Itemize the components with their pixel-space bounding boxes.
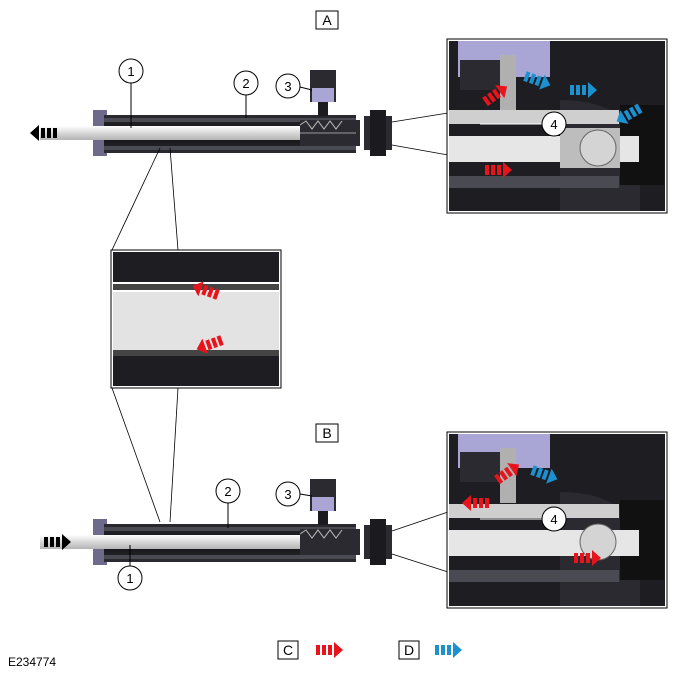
view-b-label-box (315, 423, 339, 443)
valve-cap-b (312, 497, 334, 511)
view-a-label-box (315, 10, 339, 30)
view-a-label: A (322, 12, 332, 28)
legend-d: D (398, 640, 462, 660)
legend: C D (277, 640, 462, 660)
damper-a (30, 70, 392, 156)
red-dashed-arrow-icon (316, 642, 343, 658)
callout-1-b: 1 (117, 545, 143, 591)
callout-4-a-label: 4 (550, 117, 557, 132)
center-zoom (110, 147, 282, 523)
valve-cap-a (312, 88, 334, 102)
callout-4-b-label: 4 (550, 512, 557, 527)
callout-3-b-label: 3 (284, 487, 291, 502)
callout-2-a-label: 2 (242, 76, 249, 91)
damper-b (40, 479, 392, 565)
detail-b: 4 (446, 431, 668, 609)
callout-2-b: 2 (215, 478, 241, 528)
view-a: A 1 (30, 10, 668, 214)
callout-3-b: 3 (275, 481, 313, 507)
callout-3-a: 3 (275, 73, 313, 99)
detail-a: 4 (446, 38, 668, 214)
shaft-a (40, 126, 300, 140)
view-b: B 2 3 (40, 423, 668, 609)
callout-3-a-label: 3 (284, 79, 291, 94)
callout-1-a-label: 1 (127, 64, 134, 79)
callout-1-a: 1 (118, 58, 144, 128)
blue-dashed-arrow-icon (435, 642, 462, 658)
callout-1-b-label: 1 (126, 571, 133, 586)
legend-d-label: D (404, 642, 414, 658)
legend-c: C (277, 640, 343, 660)
legend-c-label: C (283, 642, 293, 658)
callout-4-b: 4 (480, 506, 567, 532)
view-b-label: B (322, 425, 331, 441)
callout-2-a: 2 (233, 70, 259, 118)
shaft-b (40, 535, 300, 549)
figure-id: E234774 (8, 655, 56, 669)
callout-2-b-label: 2 (224, 484, 231, 499)
callout-4-a: 4 (480, 111, 567, 137)
